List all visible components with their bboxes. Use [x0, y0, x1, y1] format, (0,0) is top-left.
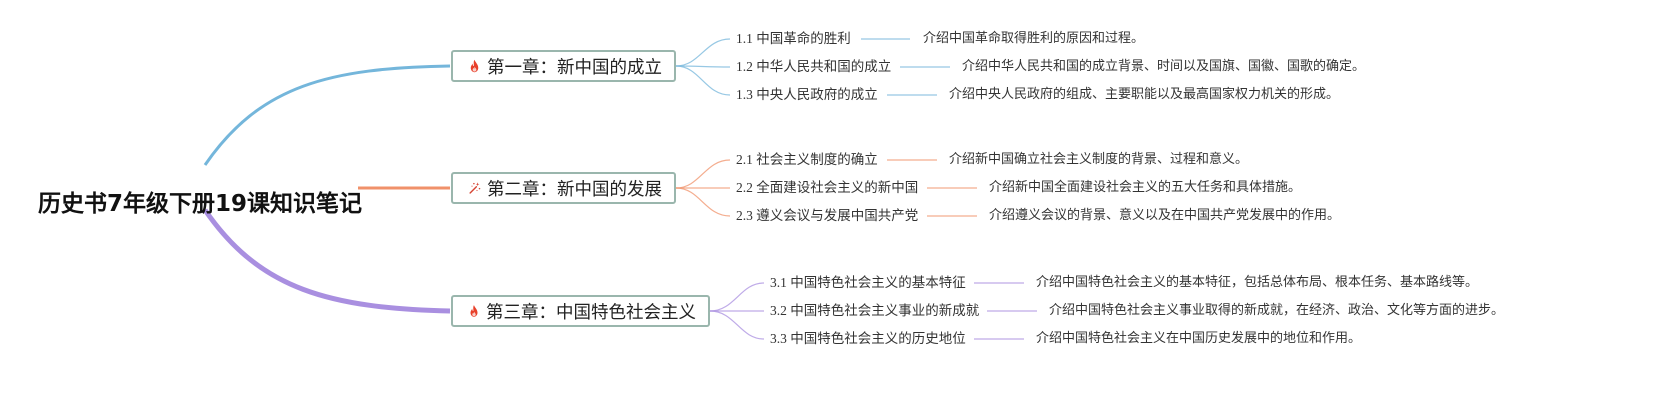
description-2-1[interactable]: 介绍新中国确立社会主义制度的背景、过程和意义。	[949, 152, 1249, 167]
connector-2-1	[675, 159, 731, 189]
magic-wand-icon	[469, 182, 481, 194]
topic-1-1[interactable]: 1.1 中国革命的胜利	[736, 31, 851, 46]
topic-2-2[interactable]: 2.2 全面建设社会主义的新中国	[736, 180, 919, 195]
description-2-2[interactable]: 介绍新中国全面建设社会主义的五大任务和具体措施。	[989, 180, 1302, 195]
description-3-2[interactable]: 介绍中国特色社会主义事业取得的新成就，在经济、政治、文化等方面的进步。	[1049, 303, 1505, 318]
topic-1-2[interactable]: 1.2 中华人民共和国的成立	[736, 59, 892, 74]
description-3-1[interactable]: 介绍中国特色社会主义的基本特征，包括总体布局、根本任务、基本路线等。	[1036, 275, 1479, 290]
chapter-node-2[interactable]: 第二章：新中国的发展	[451, 172, 676, 204]
fire-icon	[470, 59, 479, 73]
topic-3-3[interactable]: 3.3 中国特色社会主义的历史地位	[770, 331, 966, 346]
description-3-3[interactable]: 介绍中国特色社会主义在中国历史发展中的地位和作用。	[1036, 331, 1362, 346]
description-1-3[interactable]: 介绍中央人民政府的组成、主要职能以及最高国家权力机关的形成。	[949, 87, 1340, 102]
topic-2-1[interactable]: 2.1 社会主义制度的确立	[736, 152, 878, 167]
description-2-3[interactable]: 介绍遵义会议的背景、意义以及在中国共产党发展中的作用。	[989, 208, 1341, 223]
connector-1-1	[675, 38, 731, 67]
description-1-1[interactable]: 介绍中国革命取得胜利的原因和过程。	[923, 31, 1145, 46]
branch-chapter-3	[202, 208, 451, 314]
chapter-node-1[interactable]: 第一章：新中国的成立	[451, 50, 676, 82]
chapter-title-1: 第一章：新中国的成立	[487, 57, 662, 78]
chapter-3-connectors	[709, 282, 1037, 340]
connector-3-1	[709, 282, 765, 312]
connector-2-3	[675, 187, 731, 217]
topic-3-1[interactable]: 3.1 中国特色社会主义的基本特征	[770, 275, 966, 290]
connector-1-3	[675, 65, 731, 96]
branch-chapter-1	[203, 64, 451, 166]
topic-1-3[interactable]: 1.3 中央人民政府的成立	[736, 87, 878, 102]
description-1-2[interactable]: 介绍中华人民共和国的成立背景、时间以及国旗、国徽、国歌的确定。	[962, 59, 1366, 74]
topic-3-2[interactable]: 3.2 中国特色社会主义事业的新成就	[770, 303, 980, 318]
chapter-title-3: 第三章：中国特色社会主义	[486, 302, 696, 323]
fire-icon	[470, 305, 478, 317]
chapter-title-2: 第二章：新中国的发展	[487, 179, 662, 200]
chapter-node-3[interactable]: 第三章：中国特色社会主义	[451, 295, 710, 327]
connector-3-3	[709, 310, 765, 340]
chapter-1-connectors	[675, 38, 950, 96]
topic-2-3[interactable]: 2.3 遵义会议与发展中国共产党	[736, 208, 919, 223]
root-topic[interactable]: 历史书7年级下册19课知识笔记	[38, 191, 363, 217]
chapter-2-connectors	[675, 159, 977, 217]
